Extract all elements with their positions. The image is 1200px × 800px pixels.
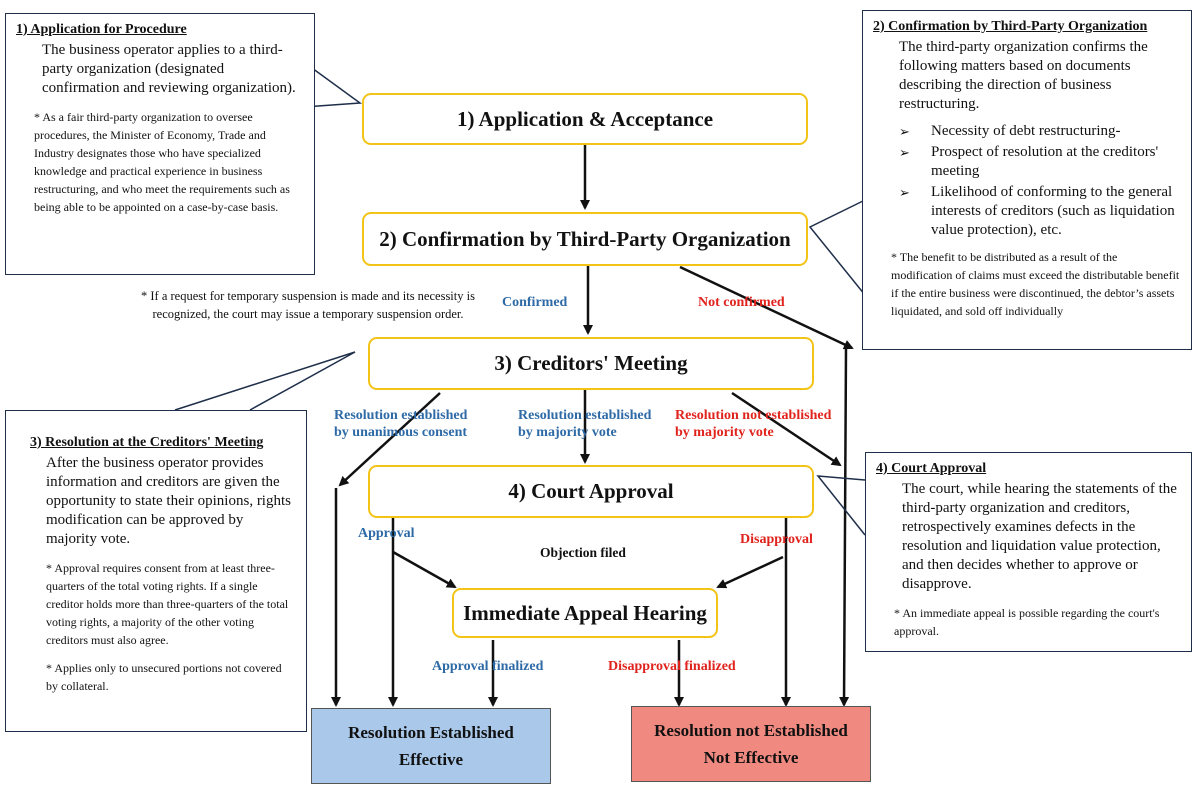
note-title: 4) Court Approval xyxy=(876,461,987,476)
callout-pointer-n4 xyxy=(816,475,866,536)
outcome-line1: Resolution Established xyxy=(348,723,514,742)
label-not-confirmed: Not confirmed xyxy=(698,295,785,310)
arrow-not-majority xyxy=(731,391,842,467)
note-body: The court, while hearing the statements … xyxy=(902,481,1177,592)
label-approval: Approval xyxy=(358,526,415,541)
note-resolution-creditors-meeting: 3) Resolution at the Creditors' Meeting … xyxy=(5,410,307,732)
note-title: 2) Confirmation by Third-Party Organizat… xyxy=(873,19,1148,34)
outcome-line1: Resolution not Established xyxy=(654,721,848,740)
note-body: The business operator applies to a third… xyxy=(42,42,296,96)
arrow-approval-to-appeal xyxy=(392,550,457,589)
outcome-resolution-established: Resolution Established Effective xyxy=(311,708,551,784)
note-court-approval: 4) Court Approval The court, while heari… xyxy=(865,452,1192,652)
note-body: After the business operator provides inf… xyxy=(46,455,291,547)
stage-confirmation-third-party: 2) Confirmation by Third-Party Organizat… xyxy=(362,212,808,266)
stage-application-acceptance: 1) Application & Acceptance xyxy=(362,93,808,145)
stage-immediate-appeal-hearing: Immediate Appeal Hearing xyxy=(452,588,718,638)
arrow-disapproval-to-appeal xyxy=(716,555,784,589)
arrow-bullet-icon: ➢ xyxy=(899,124,910,139)
temporary-suspension-note: * If a request for temporary suspension … xyxy=(141,289,475,321)
arrow-not-confirmed xyxy=(679,265,854,350)
note-title: 3) Resolution at the Creditors' Meeting xyxy=(30,435,264,450)
label-disapproval: Disapproval xyxy=(740,532,813,547)
note-bullet: ➢Likelihood of conforming to the general… xyxy=(899,184,1175,238)
note-bullet: ➢Prospect of resolution at the creditors… xyxy=(899,144,1159,179)
arrow-unanimous xyxy=(338,392,441,487)
note-bullet-list: ➢Necessity of debt restructuring- ➢Prosp… xyxy=(873,122,1181,240)
outcome-resolution-not-established: Resolution not Established Not Effective xyxy=(631,706,871,782)
arrow-not-confirmed-to-not xyxy=(839,347,850,707)
outcome-line2: Effective xyxy=(398,750,464,769)
note-bullet: ➢Necessity of debt restructuring- xyxy=(899,123,1121,139)
label-objection-filed: Objection filed xyxy=(540,545,626,560)
stage-court-approval: 4) Court Approval xyxy=(368,465,814,518)
note-sub: * An immediate appeal is possible regard… xyxy=(894,606,1160,638)
note-confirmation-third-party: 2) Confirmation by Third-Party Organizat… xyxy=(862,10,1192,350)
outcome-line2: Not Effective xyxy=(703,748,799,767)
note-sub: * Approval requires consent from at leas… xyxy=(46,561,289,647)
stage-creditors-meeting: 3) Creditors' Meeting xyxy=(368,337,814,390)
note-application-for-procedure: 1) Application for Procedure The busines… xyxy=(5,13,315,275)
label-confirmed: Confirmed xyxy=(502,295,568,310)
label-approval-finalized: Approval finalized xyxy=(432,659,544,674)
note-sub: * Applies only to unsecured portions not… xyxy=(46,661,282,693)
note-body: The third-party organization confirms th… xyxy=(899,39,1148,112)
arrow-bullet-icon: ➢ xyxy=(899,145,910,160)
callout-pointer-n3 xyxy=(174,351,356,411)
arrow-bullet-icon: ➢ xyxy=(899,185,910,200)
note-sub: * As a fair third-party organization to … xyxy=(34,110,290,214)
note-title: 1) Application for Procedure xyxy=(16,22,187,37)
note-sub: * The benefit to be distributed as a res… xyxy=(891,250,1180,318)
label-disapproval-finalized: Disapproval finalized xyxy=(608,659,736,674)
callout-pointer-n2 xyxy=(808,199,866,296)
